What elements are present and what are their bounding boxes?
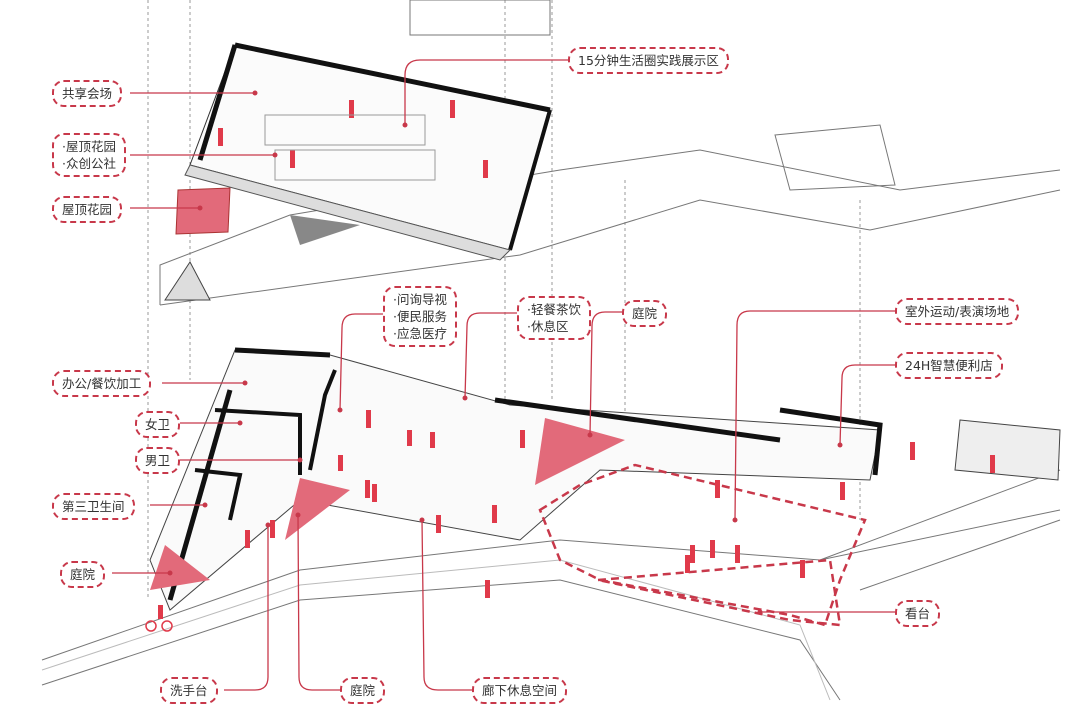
label-outdoor: 室外运动/表演场地 (895, 298, 1020, 325)
label-corridor-rest: 廊下休息空间 (472, 677, 568, 704)
label-line: ·便民服务 (393, 309, 447, 324)
courtyard-fill (535, 418, 625, 485)
label-showcase: 15分钟生活圈实践展示区 (568, 47, 729, 74)
label-roof-garden: 屋顶花园 (52, 196, 123, 223)
label-courtyard-top: 庭院 (622, 300, 668, 327)
label-store: 24H智慧便利店 (895, 352, 1003, 379)
label-tea-rest: ·轻餐茶饮 ·休息区 (517, 296, 591, 340)
label-women: 女卫 (135, 411, 181, 438)
label-roof-garden-maker: ·屋顶花园 ·众创公社 (52, 133, 126, 177)
courtyard-fill (285, 478, 350, 540)
site-outline (41, 0, 1061, 701)
bicycle-icon (145, 620, 173, 632)
label-line: ·轻餐茶饮 (527, 302, 581, 317)
label-office: 办公/餐饮加工 (52, 370, 152, 397)
label-line: ·休息区 (527, 319, 569, 334)
label-courtyard-left: 庭院 (60, 561, 106, 588)
label-stands: 看台 (895, 600, 941, 627)
label-line: ·应急医疗 (393, 326, 447, 341)
label-line: ·众创公社 (62, 156, 116, 171)
label-shared-venue: 共享会场 (52, 80, 123, 107)
roof-garden-fill (175, 187, 231, 235)
label-info-service: ·问询导视 ·便民服务 ·应急医疗 (383, 286, 457, 347)
label-line: ·屋顶花园 (62, 139, 116, 154)
label-men: 男卫 (135, 447, 181, 474)
outdoor-area-outline (538, 463, 867, 627)
label-washbasin: 洗手台 (160, 677, 218, 704)
label-line: ·问询导视 (393, 292, 447, 307)
courtyard-fill (150, 545, 210, 590)
label-third-wc: 第三卫生间 (52, 493, 135, 520)
leader-lines (112, 59, 895, 691)
label-courtyard-bottom: 庭院 (340, 677, 386, 704)
ground-floor (145, 347, 1061, 632)
upper-floor (164, 42, 552, 301)
